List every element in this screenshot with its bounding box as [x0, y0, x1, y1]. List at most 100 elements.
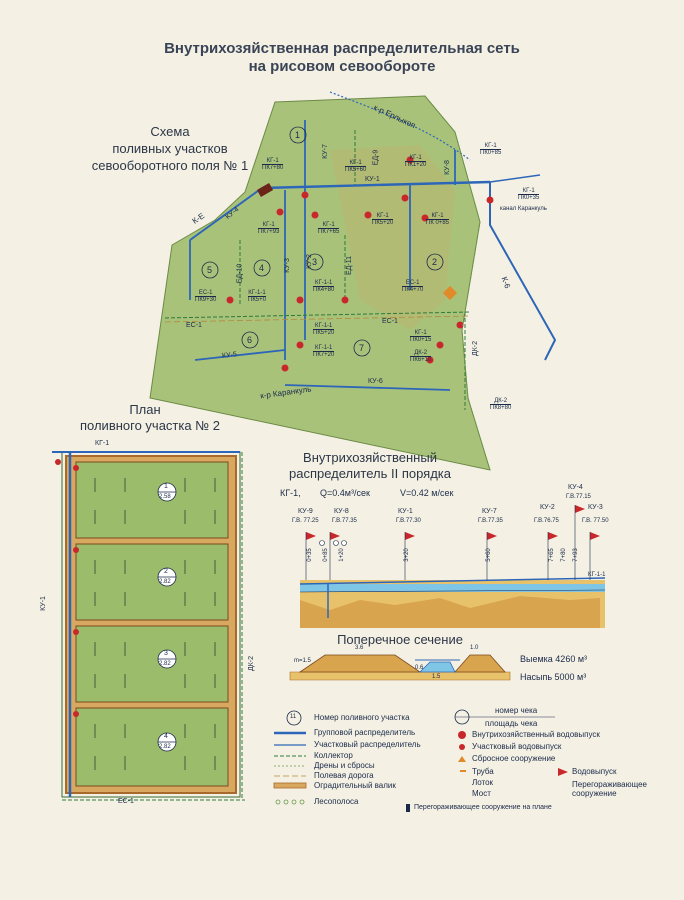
- outlet-ku1-mark: Г.В.77.30: [396, 518, 421, 524]
- picket-tag-key: КГ-1: [258, 222, 280, 229]
- outlet-ku9-name: КУ-9: [298, 508, 313, 515]
- profile-q: Q=0.4м³/сек: [320, 488, 370, 498]
- plan-check-circles: [157, 482, 177, 752]
- lateral-ku6: [284, 384, 451, 391]
- picket-tag-key: ДК-2: [490, 398, 512, 405]
- picket-tag-key: КГ-1: [345, 160, 367, 167]
- lateral-ku5: [194, 349, 286, 361]
- plan-checks: [75, 461, 229, 787]
- legend-right-3: Сбросное сооружение: [472, 754, 556, 763]
- forest-belt-scheme: [424, 95, 491, 471]
- legend-item-6: Полевая дорога: [314, 771, 374, 780]
- profile-name: КГ-1,: [280, 488, 301, 498]
- legend-pipe: Труба: [472, 767, 494, 776]
- profile-bottom: [300, 596, 600, 628]
- section-fill: Насыпь 5000 м³: [520, 672, 587, 682]
- plan-outlets: [55, 459, 79, 717]
- picket-tag-value: ПК5+20: [372, 220, 394, 226]
- legend-main-outlet-icon: [458, 731, 466, 739]
- distributor-ke: [189, 187, 263, 241]
- plan-right-label: ДК-2: [248, 655, 256, 672]
- picket-3: 1+20: [338, 548, 345, 562]
- plot-3: 3: [312, 257, 318, 267]
- plot-4: 4: [259, 263, 265, 273]
- label-ed9: ЕД-9: [372, 149, 380, 166]
- check-3-num: 3: [164, 650, 168, 657]
- profile-heading-1: Внутрихозяйственный: [303, 450, 437, 465]
- collector-es1: [164, 311, 471, 319]
- plan-heading-2: поливного участка № 2: [79, 418, 220, 433]
- canal-erlykop: [329, 91, 471, 161]
- page-title-line2: на рисовом севообороте: [248, 58, 436, 75]
- profile-water: [300, 584, 605, 592]
- profile-pipes: [319, 540, 347, 546]
- legend-discharge-icon: [458, 756, 466, 762]
- label-ku3: КУ-3: [283, 258, 291, 273]
- picket-tag-value: ПК8+80: [490, 405, 512, 411]
- picket-2: 0+85: [322, 548, 329, 562]
- outlet-ku2-name: КУ-2: [540, 504, 555, 511]
- check-1-area: 2.58: [159, 494, 171, 500]
- plan-left-label: КУ-1: [39, 596, 47, 611]
- picket-5: 5+60: [485, 548, 492, 562]
- check-4-num: 4: [164, 733, 168, 740]
- picket-tag-value: ПК1+20: [405, 162, 427, 168]
- outlet-ku8-mark: Г.В.77.35: [332, 518, 357, 524]
- label-ku8: КУ-8: [443, 160, 451, 175]
- check-4-area: 2.82: [159, 744, 171, 750]
- plan-top-label: КГ-1: [95, 440, 110, 447]
- section-bottom-w: 1.5: [432, 674, 441, 680]
- picket-tag-key: КГ-1: [318, 222, 340, 229]
- picket-tag-key: КГ-1-1: [313, 345, 335, 352]
- picket-tag-key: КГ-1: [518, 188, 540, 195]
- scheme-heading-3: севооборотного поля № 1: [91, 158, 249, 173]
- scheme-heading-2: поливных участков: [112, 141, 228, 156]
- picket-tag-value: ПК7+80: [262, 165, 284, 171]
- section-ground: [289, 671, 511, 681]
- section-embankment: [298, 654, 422, 673]
- plot-6: 6: [247, 335, 253, 345]
- label-es1-b: ЕС-1: [382, 318, 398, 325]
- picket-tag-key: КГ-1-1: [248, 290, 266, 297]
- picket-tag-key: КГ-1: [410, 330, 432, 337]
- profile-branch: КГ-1-1: [588, 572, 606, 578]
- legend-plan-struct: Перегораживающее сооружение на плане: [414, 804, 552, 811]
- legend-plan-struct-icon: [406, 804, 410, 812]
- outlet-ku8-name: КУ-8: [334, 508, 349, 515]
- legend-item-8: Лесополоса: [314, 797, 359, 806]
- plot-1: 1: [295, 130, 301, 140]
- outlet-ku9-mark: Г.В. 77.25: [292, 518, 319, 524]
- section-channel: [419, 661, 456, 673]
- profile-design-line: [299, 589, 606, 593]
- legend-plot-outlet-icon: [459, 744, 465, 750]
- outlet-ku3-mark: Г.В. 77.50: [582, 518, 609, 524]
- profile-v: V=0.42 м/сек: [400, 488, 454, 498]
- page-title-line1: Внутрихозяйственная распределительная се…: [164, 40, 520, 57]
- picket-tag-value: ПК7+65: [318, 229, 340, 235]
- outlet-ku2-mark: Г.В.76.75: [534, 518, 559, 524]
- legend-bridge: Мост: [472, 789, 491, 798]
- picket-tag-value: ПК5+0: [248, 297, 266, 303]
- picket-1: 0+35: [306, 548, 313, 562]
- outlet-ku3-name: КУ-3: [588, 504, 603, 511]
- check-1-num: 1: [164, 483, 168, 490]
- picket-7: 7+80: [560, 548, 567, 562]
- label-ed10: ЕД-10: [236, 263, 244, 284]
- picket-tag-key: КГ-1: [405, 155, 427, 162]
- block-structure: [442, 285, 458, 301]
- check-2-num: 2: [164, 568, 168, 575]
- legend-plot-num: 11: [290, 714, 297, 720]
- picket-tag-key: ЕС-1: [195, 290, 217, 297]
- legend-forest-dots: [275, 799, 305, 805]
- profile-water-line: [299, 577, 606, 585]
- legend-item-1: Номер поливного участка: [314, 713, 410, 722]
- picket-4: 3+20: [403, 548, 410, 562]
